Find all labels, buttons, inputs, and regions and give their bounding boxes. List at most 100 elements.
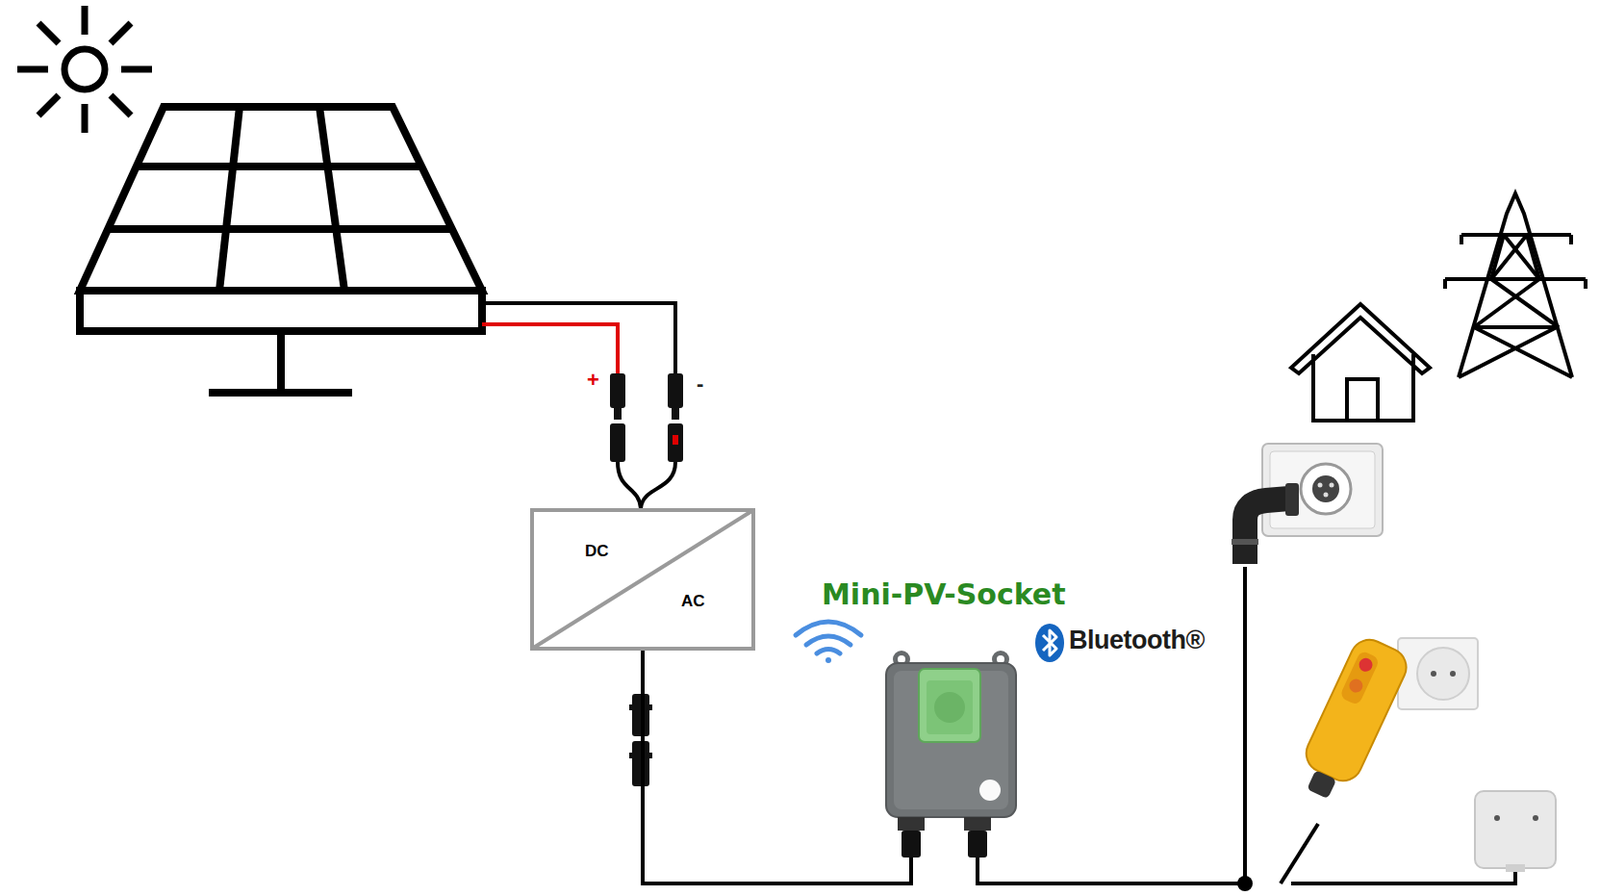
grid-wires: [1243, 566, 1247, 884]
node-text: DC: [584, 542, 610, 559]
wieland-socket: [1300, 463, 1351, 514]
wieland-socket: [1244, 498, 1290, 564]
sun-icon: [110, 23, 131, 44]
device-part: [926, 680, 973, 735]
sun-icon: [38, 23, 59, 44]
junction-box: [1494, 814, 1500, 821]
pylon-icon: [1473, 325, 1557, 330]
sun-icon: [38, 95, 59, 116]
mini-pv-socket-device: Mini-PV-Socket: [882, 647, 1020, 858]
pylon-icon: [1445, 277, 1586, 281]
mc4-connectors: [667, 423, 684, 462]
grid-wires: [1291, 869, 1516, 884]
bluetooth-wordmark: Bluetooth®: [1068, 627, 1205, 654]
mc4-connectors: [667, 373, 684, 408]
device-part: [897, 655, 906, 663]
sun-icon: [121, 66, 153, 74]
mc4-connectors: [609, 373, 626, 408]
rcd-plug: [1356, 655, 1375, 674]
bluetooth-logo: [1042, 630, 1057, 656]
wifi-icon: [816, 649, 840, 655]
wieland-socket: [1312, 475, 1340, 503]
wieland-socket: [1318, 482, 1323, 488]
wifi-icon: [795, 621, 862, 663]
pylon-icon: [1458, 327, 1557, 378]
pylon-icon: [1458, 193, 1573, 378]
polarity-label: -: [696, 373, 704, 395]
wieland-socket: [1269, 451, 1375, 529]
junction-box: [1474, 790, 1556, 868]
mc4-connectors: [613, 407, 622, 420]
solar-panel: [79, 290, 483, 331]
node-text: AC: [681, 592, 706, 610]
pylon-icon: [1443, 279, 1448, 289]
inverter-box: DC AC: [530, 507, 756, 651]
dc-wires: [482, 303, 676, 378]
sun-icon: [81, 103, 89, 133]
schuko-socket: [1397, 637, 1478, 710]
solar-panel: [107, 225, 453, 233]
device-part: [996, 655, 1005, 663]
wifi-icon: [806, 635, 851, 645]
junction-box: [1474, 790, 1556, 872]
device-heading: Mini-PV-Socket: [821, 580, 1067, 610]
wieland-socket: [1231, 443, 1383, 564]
sun-icon: [64, 49, 105, 90]
rcd-plug: [1306, 769, 1337, 799]
rcd-plug: [1339, 649, 1381, 706]
solar-panel: [208, 388, 353, 397]
wieland-socket: [1231, 538, 1259, 545]
grid-wires: [1237, 875, 1253, 891]
solar-panel: [79, 106, 483, 393]
grid-wires: [1280, 823, 1319, 884]
house-icon: [1346, 379, 1378, 421]
schuko-socket: [1397, 637, 1478, 710]
inverter-diagonal: [532, 509, 754, 649]
ac-cable: [642, 650, 912, 884]
y-cable: [617, 461, 641, 508]
mc4-connectors: [671, 407, 680, 420]
device-part: [918, 668, 981, 742]
sun-icon: [17, 66, 49, 74]
sun-icon: [81, 5, 89, 35]
pylon-icon: [1445, 193, 1586, 378]
dc-wires: [482, 303, 676, 378]
grid-wires: [977, 857, 1245, 884]
mc4-connectors: [609, 423, 626, 462]
sun-icon: [17, 5, 153, 133]
wifi-icon: [825, 657, 832, 663]
pylon-icon: [1473, 279, 1540, 328]
bluetooth-logo: [1035, 623, 1065, 662]
pylon-icon: [1491, 279, 1559, 328]
solar-panel: [134, 162, 422, 171]
device-part: [979, 779, 1001, 801]
wieland-socket: [1329, 482, 1335, 488]
solar-panel: [319, 106, 345, 291]
wifi-icon: [795, 621, 862, 635]
socket-device-drawing: [882, 647, 1020, 858]
schuko-socket: [1417, 647, 1470, 700]
rcd-plug: [1291, 633, 1413, 806]
inverter-frame: [532, 509, 754, 649]
device-part: [901, 830, 921, 858]
polarity-label: +: [586, 369, 600, 391]
mc4-connectors: [672, 434, 679, 445]
device-part: [964, 816, 991, 831]
pylon-icon: [1473, 327, 1573, 378]
pylon-icon: [1461, 232, 1572, 237]
bluetooth-logo: [1035, 623, 1065, 662]
pylon-icon: [1583, 279, 1588, 289]
wieland-socket: [1323, 492, 1329, 498]
house-icon: [1313, 354, 1414, 421]
sun-icon: [110, 95, 131, 116]
rcd-plug: [1299, 633, 1413, 787]
rcd-plug: [1346, 676, 1366, 695]
house-icon: [1291, 304, 1430, 421]
grid-wires: [977, 566, 1516, 891]
y-cable: [640, 461, 676, 508]
schuko-socket: [1430, 670, 1437, 677]
pylon-icon: [1569, 234, 1574, 245]
y-cable: [617, 461, 676, 508]
solar-panel: [79, 106, 483, 291]
